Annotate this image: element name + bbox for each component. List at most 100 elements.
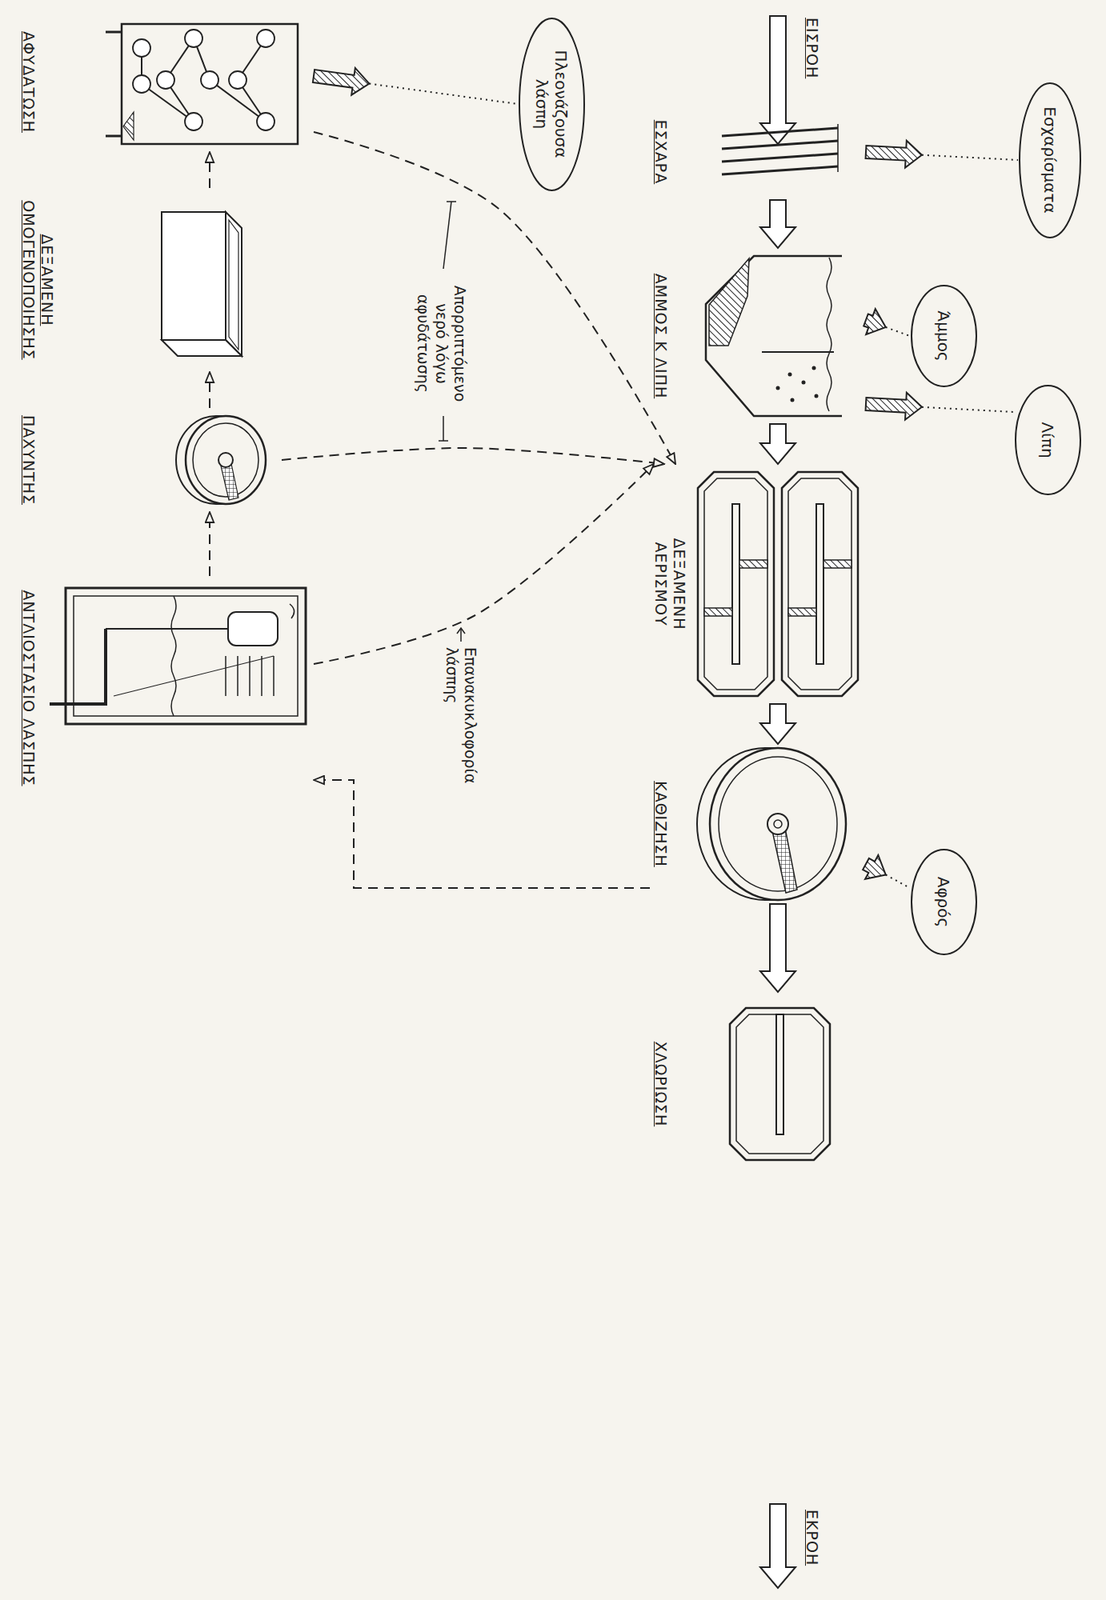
unit-label: ΧΛΩΡΙΩΣΗ — [651, 1041, 670, 1127]
byproduct-ellipse: Πλεονάζουσα λάσπη — [517, 16, 586, 193]
sludge-line — [313, 464, 654, 665]
aeration-tank — [697, 472, 858, 697]
clarifier — [767, 813, 789, 835]
unit-label: ΠΑΧΥΝΤΗΣ — [19, 415, 38, 505]
belt-filter-press — [200, 71, 219, 89]
belt-filter-press — [123, 112, 134, 141]
sludge-line — [209, 152, 211, 189]
dotted-lead — [921, 155, 1018, 161]
chlorination-tank — [729, 1008, 830, 1161]
byproduct-label: Εσχαρίσματα — [1040, 106, 1060, 213]
note-bracket — [446, 200, 457, 203]
aeration-unit: ΔΕΞΑΜΕΝΗ ΑΕΡΙΣΜΟΥ — [649, 464, 866, 705]
sludge-pump-station — [49, 588, 306, 725]
unit-label: ΑΜΜΟΣ Κ ΛΙΠΗ — [651, 273, 670, 399]
clarifier — [709, 748, 846, 901]
byproduct-arrow — [863, 308, 910, 337]
chlorination-unit: ΧΛΩΡΙΩΣΗ — [649, 992, 866, 1177]
screen-bars — [721, 140, 838, 149]
belt-filter-press — [141, 38, 266, 122]
thickener — [176, 416, 266, 505]
aeration-tank — [732, 504, 740, 665]
block-arrow — [760, 200, 796, 249]
chlorination-tank — [729, 1008, 830, 1161]
sludge-pump-station — [228, 612, 278, 646]
clarifier — [718, 757, 838, 892]
byproduct-label: Λίπη — [1038, 421, 1058, 458]
note-bracket — [442, 416, 445, 441]
byproduct-label: Αφρός — [934, 877, 954, 929]
belt-filter-press — [132, 75, 151, 93]
homogenization-tank — [225, 212, 242, 357]
ellipse-outline — [911, 849, 977, 955]
byproduct-arrow — [865, 140, 1018, 169]
byproduct-label: Πλεονάζουσα λάσπη — [532, 44, 572, 165]
clarifier-unit: ΚΑΘΙΖΗΣΗ — [649, 744, 866, 905]
belt-filter-press — [184, 112, 203, 131]
screen-bars — [721, 153, 838, 162]
grit-tank — [709, 258, 750, 346]
block-arrow — [865, 392, 922, 421]
unit-label: ΕΣΧΑΡΑ — [651, 120, 670, 185]
ellipse-outline — [1019, 83, 1081, 238]
dashed-line — [281, 448, 665, 465]
grit-tank — [761, 351, 834, 353]
dotted-lead — [921, 407, 1014, 413]
recirculation-pointer — [460, 629, 462, 642]
flow-arrow — [760, 904, 796, 993]
dashed-line — [313, 132, 676, 465]
unit-label: ΔΕΞΑΜΕΝΗ ΟΜΟΓΕΝΟΠΟΙΗΣΗΣ — [19, 194, 57, 367]
grit-tank — [790, 398, 795, 403]
belt-filter-press — [132, 39, 151, 57]
screen-bars — [721, 124, 838, 175]
sludge-pump-station — [171, 596, 177, 717]
unit-label: ΑΝΤΛΙΟΣΤΑΣΙΟ ΛΑΣΠΗΣ — [19, 589, 38, 786]
byproduct-label: Άμμος — [934, 310, 954, 361]
flow-arrow — [760, 424, 796, 465]
dotted-lead — [885, 875, 910, 890]
inflow-arrow — [760, 16, 796, 145]
screen-bars — [721, 166, 838, 175]
unit-label: ΔΕΞΑΜΕΝΗ ΑΕΡΙΣΜΟΥ — [651, 528, 689, 641]
inflow-arrow — [760, 16, 796, 145]
belt-filter-press — [184, 29, 203, 48]
grit-tank — [705, 256, 842, 417]
grit-tank — [788, 372, 793, 377]
grit-tank — [814, 394, 819, 399]
belt-filter-press — [105, 31, 122, 34]
sludge-pump-station — [113, 656, 274, 697]
byproduct-ellipse: Άμμος — [909, 284, 978, 389]
aeration-tank — [704, 608, 733, 617]
homogenization-unit: ΔΕΞΑΜΕΝΗ ΟΜΟΓΕΝΟΠΟΙΗΣΗΣ — [17, 188, 266, 373]
outflow-label: ΕΚΡΟΗ — [801, 1508, 822, 1568]
chlorination-tank — [776, 1014, 784, 1135]
block-arrow — [863, 308, 886, 335]
grit-tank — [826, 257, 832, 412]
byproduct-arrow — [862, 855, 910, 889]
homogenization-tank — [161, 212, 226, 341]
aeration-tank — [788, 608, 817, 617]
flow-arrow — [760, 200, 796, 249]
grit-tank — [801, 380, 806, 385]
dotted-lead — [368, 84, 518, 105]
ellipse-outline — [1015, 385, 1081, 495]
sludge-pump-station — [289, 604, 295, 619]
belt-filter-press — [105, 135, 122, 138]
aeration-tank — [704, 478, 768, 690]
belt-filter-press — [121, 24, 298, 145]
sludge-pump-station — [49, 629, 106, 705]
byproduct-ellipse: Εσχαρίσματα — [1017, 81, 1082, 240]
connectors — [209, 68, 1018, 993]
unit-label: ΑΦΥΔΑΤΩΣΗ — [19, 31, 38, 133]
byproduct-arrow — [865, 392, 1014, 421]
grit-tank — [705, 256, 842, 417]
note-label: Απορριπτόμενο νερό λόγω αφυδάτωσης — [413, 272, 470, 416]
dashed-line — [208, 372, 211, 409]
thickener-unit: ΠΑΧΥΝΤΗΣ — [17, 408, 282, 513]
chlorination-tank — [736, 1014, 824, 1155]
outflow-arrow — [760, 1504, 796, 1589]
ellipse-outline — [519, 18, 585, 191]
pump-station-unit: ΑΝΤΛΙΟΣΤΑΣΙΟ ΛΑΣΠΗΣ — [17, 576, 314, 801]
recirculation-pointer — [456, 628, 465, 642]
